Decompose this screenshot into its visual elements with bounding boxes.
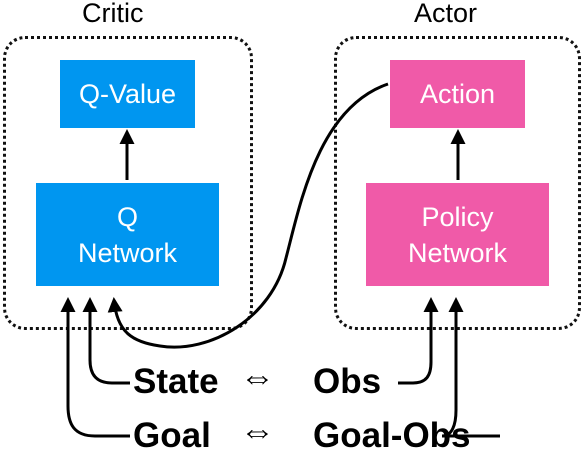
policy-network-label-line2: Network [407,237,508,268]
state-obs-equivalence-icon: ⇔ [240,358,275,397]
obs-label: Obs [313,362,382,401]
policy-network-node: Policy Network [366,183,549,286]
goal-goalobs-equivalence-icon: ⇔ [240,412,275,451]
policy-network-label-line1: Policy [421,201,494,232]
critic-group-box [3,36,253,330]
critic-title: Critic [82,0,144,28]
q-value-label: Q-Value [78,79,177,109]
q-network-label-line1: Q [116,201,138,232]
goal-to-qnet-arrow [60,297,130,438]
goal-obs-label: Goal-Obs [313,416,471,455]
q-network-node: Q Network [36,183,219,286]
action-node: Action [390,60,525,128]
q-value-node: Q-Value [60,60,195,128]
goal-label: Goal [133,416,211,455]
action-to-qnet-arrow [107,82,389,349]
obs-to-policy-arrow [398,297,439,385]
state-to-qnet-arrow [82,297,130,385]
q-network-label-line2: Network [77,237,178,268]
actor-title: Actor [414,0,478,28]
state-label: State [133,362,219,401]
goalobs-to-policy-arrow [441,297,500,438]
action-label: Action [419,79,496,109]
